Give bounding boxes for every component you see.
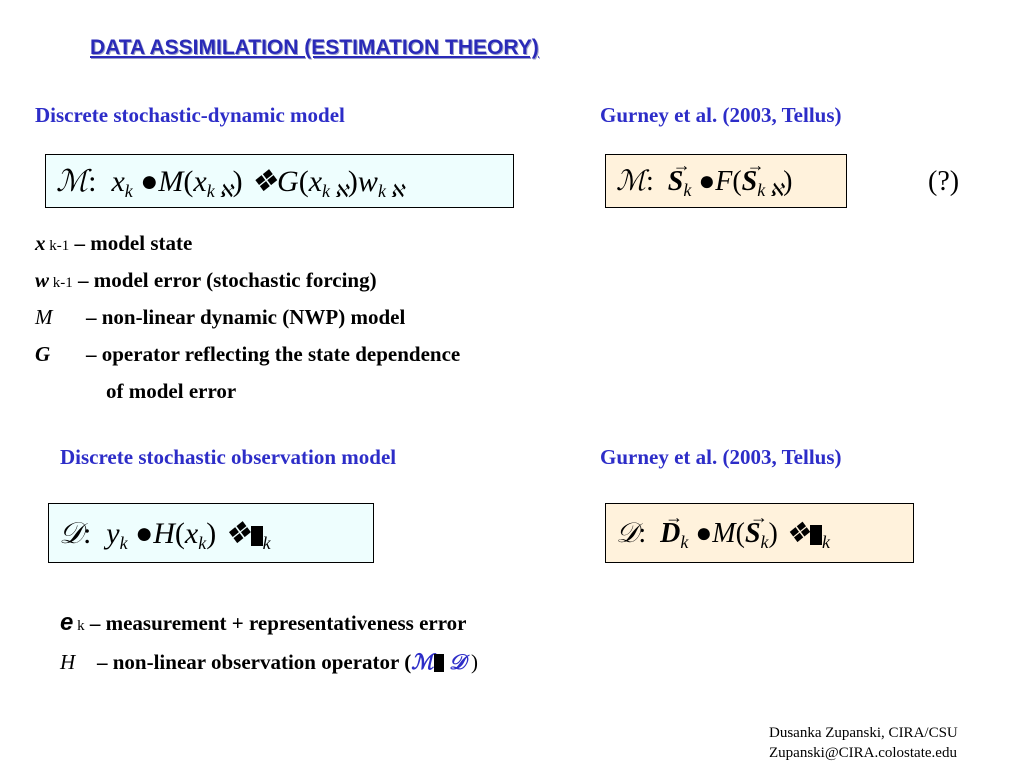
question-mark-note: (?) — [928, 166, 960, 197]
slide-title: DATA ASSIMILATION (ESTIMATION THEORY) — [90, 36, 539, 59]
equation-gurney-model: ℳ: Sk ●F(Sk ℵ) — [616, 155, 792, 200]
def-text: – model error (stochastic forcing) — [72, 268, 377, 292]
def-observation-operator: H– non-linear observation operator (ℳ 𝒟 … — [60, 650, 478, 675]
def-measurement-error: e k – measurement + representativeness e… — [60, 609, 467, 637]
section1-reference: Gurney et al. (2003, Tellus) — [600, 103, 842, 127]
def-symbol: G — [35, 342, 51, 366]
def-symbol: e — [60, 609, 74, 636]
def-subscript: k-1 — [49, 238, 70, 254]
def-model-state: x k-1 – model state — [35, 231, 192, 256]
section2-reference: Gurney et al. (2003, Tellus) — [600, 445, 842, 469]
def-model-error: w k-1 – model error (stochastic forcing) — [35, 268, 377, 293]
def-operator-g-continued: of model error — [106, 379, 237, 403]
footer-affiliation: Dusanka Zupanski, CIRA/CSU — [769, 725, 958, 741]
observation-equation-box: 𝒟: yk ●H(xk) ❖k — [48, 503, 374, 563]
section2-heading: Discrete stochastic observation model — [60, 445, 397, 469]
def-close-paren: ) — [470, 650, 478, 674]
model-equation-box: ℳ: xk ●M(xk ℵ) ❖G(xk ℵ)wk ℵ — [45, 154, 514, 208]
def-symbol: M — [35, 305, 53, 329]
equation-observation: 𝒟: yk ●H(xk) ❖k — [59, 517, 271, 553]
section1-heading: Discrete stochastic-dynamic model — [35, 103, 345, 127]
footer-author: Dusanka Zupanski, CIRA/CSU Zupanski@CIRA… — [769, 723, 958, 763]
def-text: – operator reflecting the state dependen… — [86, 342, 461, 366]
def-subscript: k — [77, 618, 85, 634]
def-symbol: x — [35, 231, 46, 255]
equation-gurney-observation: 𝒟: Dk ●M(Sk) ❖k — [616, 504, 830, 552]
def-text: – model state — [69, 231, 193, 255]
def-text: – measurement + representativeness error — [84, 611, 467, 635]
def-text: – non-linear dynamic (NWP) model — [86, 305, 406, 329]
gurney-observation-equation-box: 𝒟: Dk ●M(Sk) ❖k — [605, 503, 914, 563]
def-subscript: k-1 — [52, 275, 73, 291]
def-dynamic-model: M – non-linear dynamic (NWP) model — [35, 305, 405, 330]
gurney-model-equation-box: ℳ: Sk ●F(Sk ℵ) — [605, 154, 847, 208]
model-to-data-mapping: ℳ 𝒟 — [411, 650, 466, 674]
def-symbol: H — [60, 650, 76, 674]
footer-email: Zupanski@CIRA.colostate.edu — [769, 745, 957, 761]
def-symbol: w — [35, 268, 50, 292]
def-text: – non-linear observation operator ( — [97, 650, 412, 674]
equation-model: ℳ: xk ●M(xk ℵ) ❖G(xk ℵ)wk ℵ — [56, 165, 404, 201]
def-operator-g: G – operator reflecting the state depende… — [35, 342, 460, 367]
